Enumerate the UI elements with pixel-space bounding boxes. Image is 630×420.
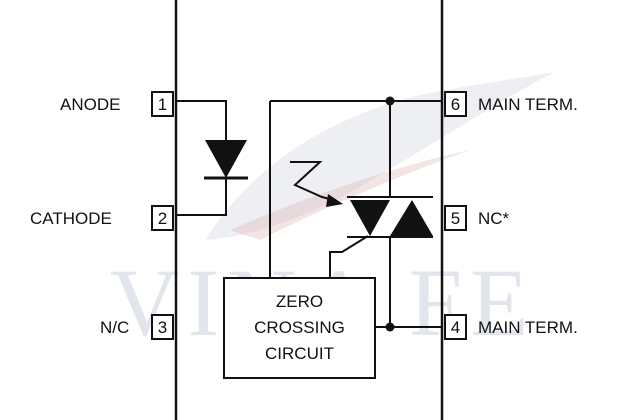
pin-5-label: NC* <box>478 209 510 228</box>
junction-dot-bottom <box>385 322 395 332</box>
pin-2: 2 <box>151 205 174 231</box>
junction-dot-top <box>385 96 395 106</box>
pin-2-box <box>151 205 174 231</box>
watermark-bird-shape <box>205 72 555 240</box>
pin-6: 6 <box>444 91 467 117</box>
zero-crossing-circuit: ZERO CROSSING CIRCUIT <box>223 277 376 379</box>
wire-anode-to-led <box>176 100 227 140</box>
wire-led-to-cathode <box>176 178 227 216</box>
triac-gate-wire <box>329 235 369 278</box>
pin-2-number: 2 <box>158 209 167 228</box>
pin-3-number: 3 <box>158 318 167 337</box>
pin-6-label: MAIN TERM. <box>478 95 578 114</box>
pin-1-number: 1 <box>158 95 167 114</box>
led-triangle-icon <box>205 140 247 178</box>
watermark-accent-swoosh <box>230 150 470 240</box>
triac-triangle-right <box>390 200 433 236</box>
pin-6-number: 6 <box>451 95 460 114</box>
pin-1-label: ANODE <box>60 95 120 114</box>
pin-4: 4 <box>444 314 467 340</box>
pin-4-box <box>444 314 467 340</box>
pin-1: 1 <box>151 91 174 117</box>
led-diode <box>176 100 248 216</box>
pin-5-number: 5 <box>451 209 460 228</box>
pin-3: 3 <box>151 314 174 340</box>
pin-2-label: CATHODE <box>30 209 112 228</box>
triac-triangle-left <box>350 200 390 236</box>
zero-crossing-line1: ZERO <box>276 292 323 311</box>
watermark: VINA FE <box>110 72 555 356</box>
zero-crossing-line2: CROSSING <box>254 318 345 337</box>
pin-6-box <box>444 91 467 117</box>
pin-5: 5 <box>444 205 467 231</box>
pin-3-box <box>151 314 174 340</box>
pin-4-number: 4 <box>451 318 460 337</box>
zero-crossing-box <box>223 277 376 379</box>
pin-4-label: MAIN TERM. <box>478 318 578 337</box>
pin-1-box <box>151 91 174 117</box>
pin-3-label: N/C <box>100 318 129 337</box>
pin-5-box <box>444 205 467 231</box>
zero-crossing-line3: CIRCUIT <box>265 344 334 363</box>
light-emission-arrow-icon <box>290 161 343 207</box>
